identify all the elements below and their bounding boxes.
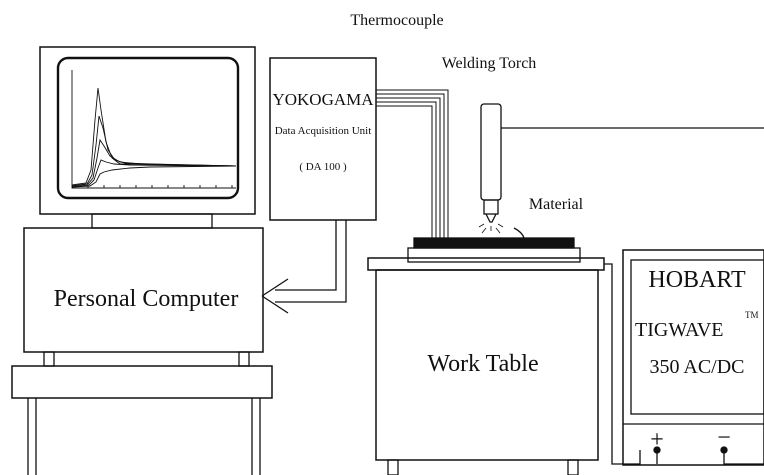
power-terminals	[653, 446, 764, 465]
daq-brand-label: YOKOGAMA	[272, 90, 374, 109]
daq-model-label: ( DA 100 )	[299, 161, 347, 173]
welding-torch-label: Welding Torch	[442, 55, 537, 72]
arc-sparks	[478, 223, 504, 234]
power-model-label: TIGWAVE	[635, 319, 724, 341]
welding-torch	[480, 103, 764, 223]
data-acquisition-unit	[269, 57, 377, 221]
material-label: Material	[529, 196, 584, 213]
work-table	[367, 247, 605, 475]
monitor-screen-plot	[71, 70, 237, 189]
daq-name-label: Data Acquisition Unit	[275, 125, 372, 137]
thermocouple-label: Thermocouple	[350, 12, 443, 29]
personal-computer	[23, 227, 264, 353]
plus-terminal-label: +	[650, 427, 664, 453]
work-table-label: Work Table	[427, 351, 538, 377]
monitor	[39, 46, 256, 229]
power-supply	[622, 249, 764, 466]
minus-terminal-label: −	[717, 425, 731, 451]
ground-cable	[604, 263, 641, 465]
thermocouple-wires	[376, 89, 449, 238]
power-spec-label: 350 AC/DC	[649, 356, 744, 378]
power-brand-label: HOBART	[648, 267, 746, 293]
trademark-label: TM	[745, 310, 759, 320]
daq-to-computer-cable	[261, 220, 347, 314]
computer-desk	[11, 351, 273, 475]
computer-label: Personal Computer	[54, 286, 239, 312]
material-plate	[413, 227, 575, 249]
